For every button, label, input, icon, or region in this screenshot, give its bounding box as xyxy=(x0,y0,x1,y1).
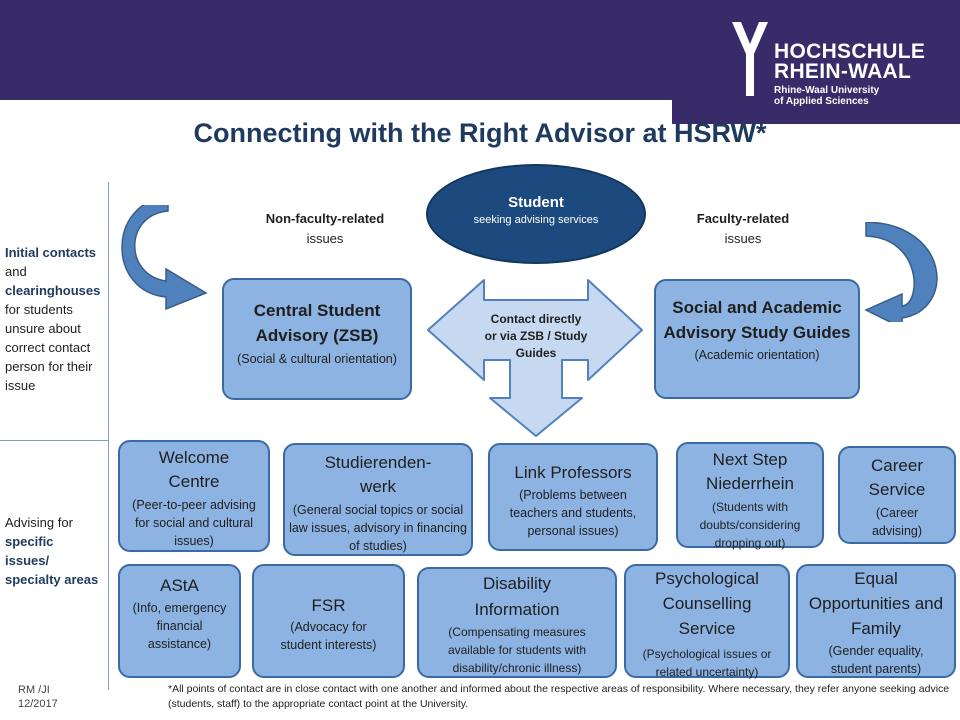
fsr-subtitle: (Advocacy for student interests) xyxy=(280,620,377,652)
header-non-faculty-text: issues xyxy=(306,231,344,246)
psych-box: Psychological Counselling Service (Psych… xyxy=(624,564,790,679)
zsb-subtitle: (Social & cultural orientation) xyxy=(237,352,397,366)
link-professors-box: Link Professors (Problems between teache… xyxy=(488,443,658,551)
logo-text-2: RHEIN-WAAL xyxy=(774,60,912,83)
header-faculty-bold: Faculty-related xyxy=(696,211,790,226)
disability-title: Disability Information xyxy=(474,574,560,619)
zsb-box: Central Student Advisory (ZSB) (Social &… xyxy=(222,278,412,400)
equal-opportunities-box: Equal Opportunities and Family (Gender e… xyxy=(796,564,956,678)
fsr-box: FSR (Advocacy for student interests) xyxy=(252,564,405,678)
header-faculty-text: issues xyxy=(724,231,762,246)
saa-subtitle: (Academic orientation) xyxy=(694,348,820,362)
student-subtitle: seeking advising services xyxy=(473,214,599,226)
center-arrow-label: Contact directly or via ZSB / Study Guid… xyxy=(484,312,588,360)
logo-text-4: of Applied Sciences xyxy=(774,96,869,107)
saa-box: Social and Academic Advisory Study Guide… xyxy=(654,279,860,399)
next-step-box: Next Step Niederrhein (Students with dou… xyxy=(676,442,824,550)
welcome-centre-title: Welcome Centre xyxy=(158,448,230,491)
studierendenwerk-subtitle: (General social topics or social law iss… xyxy=(289,503,467,553)
footnote: *All points of contact are in close cont… xyxy=(168,683,950,710)
side-label-advising: Advising for specific issues/ specialty … xyxy=(5,513,101,589)
author: RM /JI xyxy=(18,684,50,696)
welcome-centre-box: Welcome Centre (Peer-to-peer advising fo… xyxy=(118,440,270,552)
author-note: RM /JI 12/2017 xyxy=(18,683,58,711)
header-non-faculty-bold: Non-faculty-related xyxy=(265,211,385,226)
student-node: Student seeking advising services xyxy=(426,164,646,264)
asta-subtitle: (Info, emergency financial assistance) xyxy=(132,601,227,651)
next-step-title: Next Step Niederrhein xyxy=(706,450,794,493)
studierendenwerk-box: Studierenden-werk (General social topics… xyxy=(283,443,473,556)
side-initial-bold-2: clearinghouses xyxy=(5,283,101,298)
curved-arrow-right-icon xyxy=(864,222,938,322)
fsr-title: FSR xyxy=(311,596,346,615)
career-service-box: Career Service (Career advising) xyxy=(838,446,956,544)
career-service-subtitle: (Career advising) xyxy=(871,506,923,538)
header-faculty: Faculty-related issues xyxy=(658,209,828,249)
studierendenwerk-title: Studierenden-werk xyxy=(324,453,432,496)
disability-subtitle: (Compensating measures available for stu… xyxy=(447,625,587,675)
header-non-faculty: Non-faculty-related issues xyxy=(240,209,410,249)
career-service-title: Career Service xyxy=(868,456,926,499)
link-professors-subtitle: (Problems between teachers and students,… xyxy=(509,488,637,538)
saa-title: Social and Academic Advisory Study Guide… xyxy=(663,298,851,342)
side-advising-text: Advising for xyxy=(5,515,73,530)
page-title: Connecting with the Right Advisor at HSR… xyxy=(193,118,767,148)
zsb-title: Central Student Advisory (ZSB) xyxy=(253,301,381,345)
equal-opportunities-title: Equal Opportunities and Family xyxy=(808,569,944,638)
student-title: Student xyxy=(508,194,564,211)
next-step-subtitle: (Students with doubts/considering droppi… xyxy=(699,500,801,550)
asta-box: AStA (Info, emergency financial assistan… xyxy=(118,564,241,678)
asta-title: AStA xyxy=(160,576,199,595)
welcome-centre-subtitle: (Peer-to-peer advising for social and cu… xyxy=(132,498,256,548)
horizontal-divider xyxy=(0,440,108,441)
side-advising-bold: specific issues/ specialty areas xyxy=(5,534,99,587)
psych-subtitle: (Psychological issues or related uncerta… xyxy=(642,647,772,679)
side-initial-text-1: and xyxy=(5,264,27,279)
logo-text-3: Rhine-Waal University xyxy=(774,85,880,96)
curved-arrow-left-icon xyxy=(121,205,208,310)
university-logo-icon xyxy=(732,22,768,96)
equal-opportunities-subtitle: (Gender equality, student parents) xyxy=(828,644,924,676)
psych-title: Psychological Counselling Service xyxy=(655,569,759,638)
link-professors-title: Link Professors xyxy=(514,463,632,482)
side-initial-bold-1: Initial contacts xyxy=(5,245,97,260)
side-initial-text-2: for students unsure about correct contac… xyxy=(5,302,93,393)
four-way-arrow-icon xyxy=(427,279,643,437)
logo-text-1: HOCHSCHULE xyxy=(774,40,926,63)
disability-box: Disability Information (Compensating mea… xyxy=(417,567,617,678)
date: 12/2017 xyxy=(18,698,58,710)
vertical-divider xyxy=(108,182,109,690)
side-label-initial: Initial contacts and clearinghouses for … xyxy=(5,243,109,395)
logo-panel xyxy=(672,0,960,124)
